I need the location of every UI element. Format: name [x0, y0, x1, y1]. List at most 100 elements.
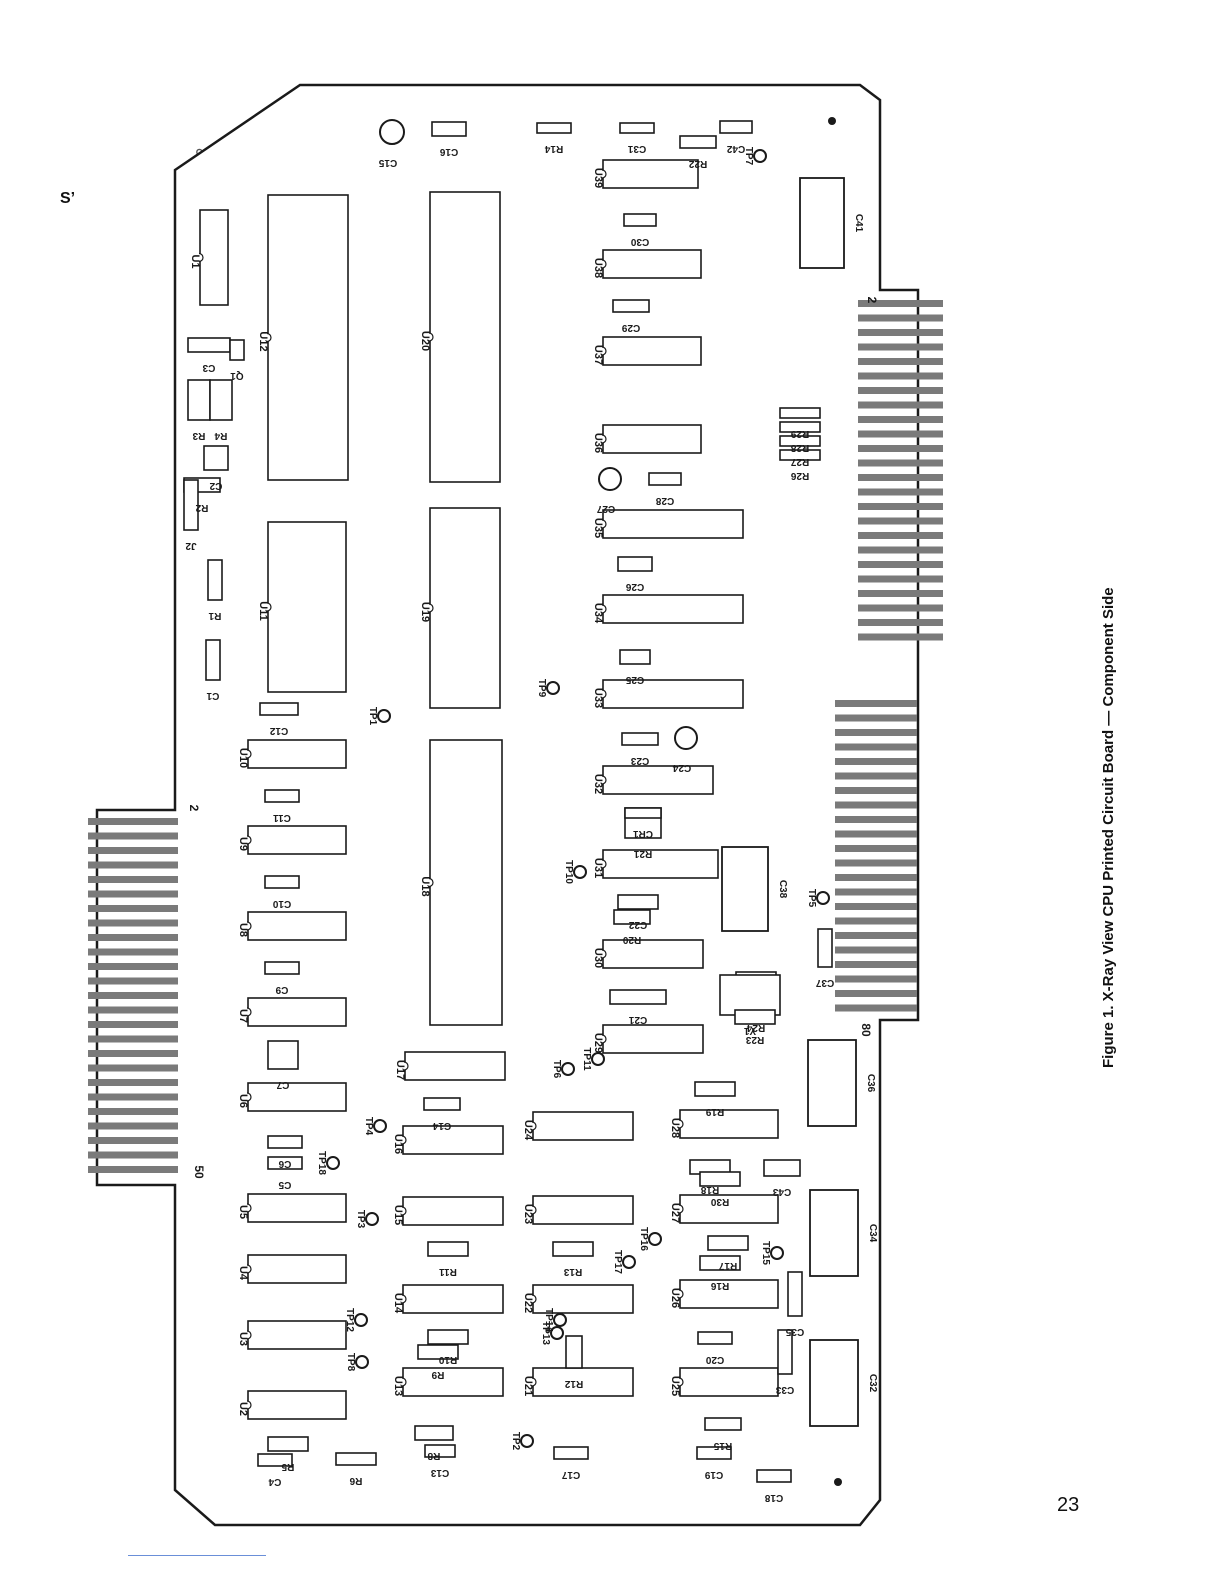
label-u36: U36: [592, 433, 604, 453]
label-u20: U20: [419, 331, 431, 351]
label-r29: R29: [790, 428, 809, 439]
label-r8: R8: [427, 1450, 440, 1461]
connector-finger: [835, 772, 917, 780]
label-r17: R17: [718, 1260, 737, 1271]
chip-u9: [246, 825, 347, 855]
chip-u17: [403, 1051, 506, 1081]
label-r6: R6: [349, 1475, 362, 1486]
label-r12: R12: [564, 1378, 583, 1389]
label-r21: R21: [633, 848, 652, 859]
part-c10: [264, 875, 300, 889]
label-c2: C2: [209, 480, 222, 491]
label-u10: U10: [237, 748, 249, 768]
label-u22: U22: [522, 1293, 534, 1313]
part-j2: [183, 479, 199, 531]
connector-finger: [88, 890, 178, 898]
chip-u10: [246, 739, 347, 769]
part-y1: [719, 974, 781, 1016]
components: [183, 119, 859, 1483]
label-r27: R27: [790, 456, 809, 467]
chip-u27: [678, 1194, 779, 1224]
part-c26: [617, 556, 653, 572]
part-c35: [787, 1271, 803, 1317]
label-c33: C33: [775, 1384, 794, 1395]
cap-c32: [809, 1339, 859, 1427]
label-r19: R19: [705, 1106, 724, 1117]
part-r9: [417, 1344, 459, 1360]
part-c30: [623, 213, 657, 227]
part-cr1: [624, 807, 662, 819]
label-u4: U4: [237, 1266, 249, 1281]
connector-finger: [835, 975, 917, 983]
connector-finger: [858, 619, 943, 626]
part-c28: [648, 472, 682, 486]
part-c4: [257, 1453, 293, 1467]
label-2: 2: [187, 805, 201, 812]
connector-finger: [858, 474, 943, 481]
connector-finger: [88, 1064, 178, 1072]
cap-c41: [799, 177, 845, 269]
label-c16: C16: [439, 146, 458, 157]
label-r11: R11: [439, 1266, 457, 1277]
chip-u2: [246, 1390, 347, 1420]
chip-u22: [531, 1284, 634, 1314]
part-r3: [187, 379, 211, 421]
part-r6: [335, 1452, 377, 1466]
label-u39: U39: [592, 168, 604, 188]
connector-finger: [835, 830, 917, 838]
part-r17: [707, 1235, 749, 1251]
connector-finger: [88, 1093, 178, 1101]
connector-finger: [88, 861, 178, 869]
testpoint-tp3: [365, 1212, 379, 1226]
label-r22: R22: [688, 158, 707, 169]
part-c2: [203, 445, 229, 471]
part-r13: [552, 1241, 594, 1257]
part-c19: [696, 1446, 732, 1460]
label-tp12: TP12: [344, 1308, 355, 1332]
label-u38: U38: [592, 258, 604, 278]
part-r22: [679, 135, 717, 149]
part-r5: [267, 1436, 309, 1452]
label-cr1: CR1: [633, 828, 653, 839]
connector-finger: [88, 832, 178, 840]
label-50: 50: [192, 1165, 206, 1179]
connector-finger: [88, 847, 178, 854]
chip-u38: [601, 249, 702, 279]
chip-u37: [601, 336, 702, 366]
part-c21: [609, 989, 667, 1005]
label-c20: C20: [705, 1354, 724, 1365]
connector-finger: [88, 1050, 178, 1057]
connector-finger: [835, 714, 917, 722]
connector-finger: [858, 401, 943, 409]
connector-finger: [88, 1137, 178, 1144]
part-r12: [565, 1335, 583, 1369]
label-c13: C13: [430, 1467, 449, 1478]
chip-u8: [246, 911, 347, 941]
part-c13: [424, 1444, 456, 1458]
testpoint-tp13: [550, 1326, 564, 1340]
connector-finger: [835, 874, 917, 881]
connector-finger: [858, 488, 943, 496]
cap-c34: [809, 1189, 859, 1277]
part-c9: [264, 961, 300, 975]
label-tp13: TP13: [540, 1321, 551, 1345]
label-tp17: TP17: [612, 1250, 623, 1274]
part-r8: [414, 1425, 454, 1441]
label-j2: J2: [185, 540, 197, 551]
part-c22: [617, 894, 659, 910]
testpoint-tp2: [520, 1434, 534, 1448]
part-c18: [756, 1469, 792, 1483]
connector-finger: [858, 633, 943, 641]
label-u18: U18: [419, 876, 431, 896]
part-c25: [619, 649, 651, 665]
chip-u23: [531, 1195, 634, 1225]
label-u21: U21: [522, 1376, 534, 1396]
label-c9: C9: [275, 984, 288, 995]
chip-u18: [428, 739, 503, 1026]
label-u12: U12: [257, 331, 269, 351]
connector-finger: [835, 845, 917, 852]
testpoint-tp8: [355, 1355, 369, 1369]
chip-u31: [601, 849, 719, 879]
label-r5: R5: [281, 1461, 294, 1472]
